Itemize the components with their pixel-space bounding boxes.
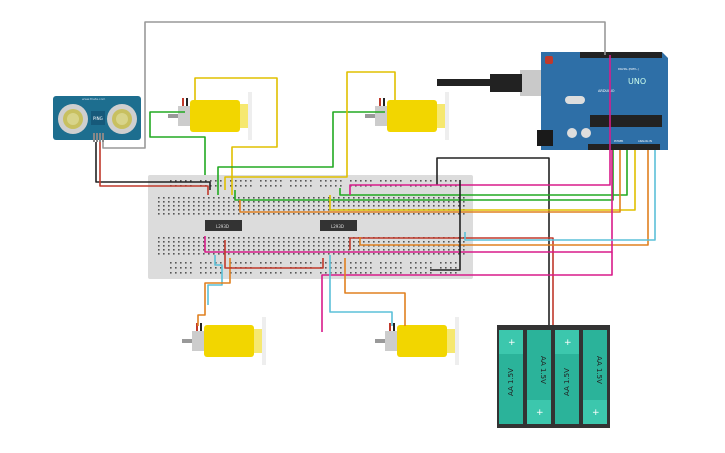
dc-motor-3[interactable] — [182, 317, 266, 365]
wire[interactable] — [217, 111, 385, 195]
wire[interactable] — [194, 77, 278, 195]
wire[interactable] — [102, 21, 606, 149]
wire[interactable] — [95, 142, 211, 190]
sensor-label: PING — [93, 116, 103, 121]
wire[interactable] — [224, 240, 324, 269]
sensor-brand: www.theta.com — [82, 97, 105, 101]
chip-label: L293D — [331, 224, 344, 229]
cell-label: AA 1.5V — [507, 368, 515, 396]
wire[interactable] — [329, 255, 393, 326]
cell-label: AA 1.5V — [539, 356, 547, 384]
cell-label: AA 1.5V — [595, 356, 603, 384]
dc-motor-1[interactable] — [168, 92, 252, 140]
breadboard[interactable] — [148, 175, 473, 279]
wire[interactable] — [329, 150, 636, 211]
wire[interactable] — [204, 150, 613, 253]
digital-label: DIGITAL (PWM~) — [618, 67, 639, 71]
arduino-uno[interactable]: ARDUINO UNO DIGITAL (PWM~) POWER ANALOG … — [437, 52, 668, 150]
wire[interactable] — [224, 71, 396, 190]
battery-cell: + AA 1.5V — [555, 330, 579, 424]
battery-cell: + AA 1.5V — [499, 330, 523, 424]
ultrasonic-sensor[interactable]: PING www.theta.com — [53, 96, 141, 142]
reset-button — [545, 56, 553, 64]
battery-pack[interactable]: + AA 1.5V + AA 1.5V + AA 1.5V + AA 1.5V — [497, 325, 610, 428]
plus-sign: + — [564, 338, 572, 348]
chip-label: L293D — [216, 224, 229, 229]
plus-sign: + — [536, 408, 544, 418]
wire[interactable] — [430, 180, 461, 271]
arduino-brand: ARDUINO — [598, 89, 615, 93]
wire[interactable] — [149, 111, 206, 175]
power-label: POWER — [614, 139, 624, 143]
dc-motor-2[interactable] — [365, 92, 449, 140]
wire[interactable] — [349, 55, 611, 195]
battery-cell: + AA 1.5V — [583, 330, 607, 424]
wire[interactable] — [464, 150, 656, 241]
wire[interactable] — [234, 150, 614, 201]
wire[interactable] — [197, 258, 231, 326]
wire[interactable] — [359, 150, 649, 246]
motor-driver-chip-2[interactable]: L293D — [320, 220, 357, 231]
wire[interactable] — [99, 142, 209, 195]
arduino-model: UNO — [628, 77, 646, 86]
wire[interactable] — [349, 237, 554, 330]
wire[interactable] — [321, 252, 613, 332]
battery-cell: + AA 1.5V — [527, 330, 551, 424]
dc-motor-4[interactable] — [375, 317, 459, 365]
wire[interactable] — [344, 258, 406, 326]
wire[interactable] — [207, 255, 223, 305]
plus-sign: + — [592, 408, 600, 418]
analog-label: ANALOG IN — [638, 139, 652, 143]
wire[interactable] — [339, 150, 628, 196]
wire[interactable] — [239, 150, 621, 213]
motor-driver-chip-1[interactable]: L293D — [205, 220, 242, 231]
cell-label: AA 1.5V — [563, 368, 571, 396]
plus-sign: + — [508, 338, 516, 348]
wire[interactable] — [436, 157, 550, 330]
